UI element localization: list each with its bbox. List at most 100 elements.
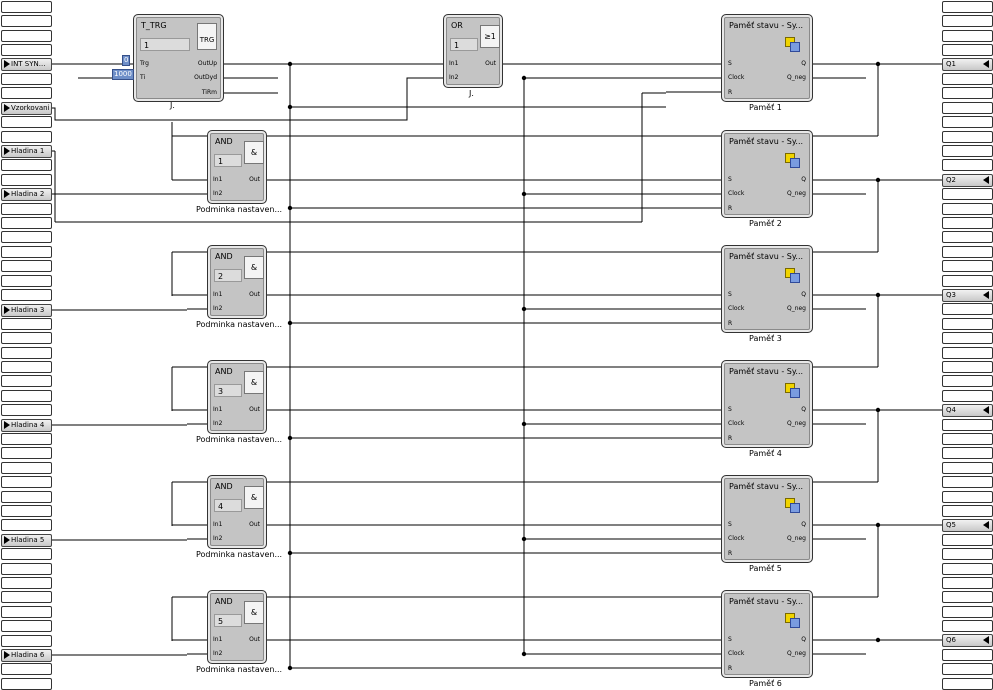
empty-output-slot[interactable] — [942, 159, 993, 171]
empty-input-slot[interactable] — [1, 375, 52, 387]
empty-output-slot[interactable] — [942, 231, 993, 243]
input-port-hladina3[interactable]: Hladina 3 — [1, 304, 52, 317]
empty-input-slot[interactable] — [1, 217, 52, 229]
empty-input-slot[interactable] — [1, 591, 52, 603]
empty-input-slot[interactable] — [1, 620, 52, 632]
empty-output-slot[interactable] — [942, 419, 993, 431]
empty-output-slot[interactable] — [942, 606, 993, 618]
empty-output-slot[interactable] — [942, 591, 993, 603]
empty-input-slot[interactable] — [1, 289, 52, 301]
empty-output-slot[interactable] — [942, 433, 993, 445]
empty-input-slot[interactable] — [1, 131, 52, 143]
empty-input-slot[interactable] — [1, 404, 52, 416]
empty-output-slot[interactable] — [942, 462, 993, 474]
empty-input-slot[interactable] — [1, 505, 52, 517]
empty-input-slot[interactable] — [1, 159, 52, 171]
output-port-q4[interactable]: Q4 — [942, 404, 993, 417]
empty-input-slot[interactable] — [1, 203, 52, 215]
input-port-hladina4[interactable]: Hladina 4 — [1, 419, 52, 432]
empty-output-slot[interactable] — [942, 15, 993, 27]
empty-input-slot[interactable] — [1, 390, 52, 402]
input-port-hladina2[interactable]: Hladina 2 — [1, 188, 52, 201]
empty-input-slot[interactable] — [1, 332, 52, 344]
empty-input-slot[interactable] — [1, 606, 52, 618]
empty-output-slot[interactable] — [942, 663, 993, 675]
empty-input-slot[interactable] — [1, 519, 52, 531]
empty-output-slot[interactable] — [942, 577, 993, 589]
empty-output-slot[interactable] — [942, 303, 993, 315]
empty-output-slot[interactable] — [942, 44, 993, 56]
empty-input-slot[interactable] — [1, 174, 52, 186]
empty-output-slot[interactable] — [942, 260, 993, 272]
empty-output-slot[interactable] — [942, 246, 993, 258]
input-port-hladina5[interactable]: Hladina 5 — [1, 534, 52, 547]
empty-input-slot[interactable] — [1, 1, 52, 13]
empty-input-slot[interactable] — [1, 44, 52, 56]
constant-1000[interactable]: 1000 — [112, 69, 134, 80]
empty-input-slot[interactable] — [1, 447, 52, 459]
empty-input-slot[interactable] — [1, 30, 52, 42]
output-port-q2[interactable]: Q2 — [942, 174, 993, 187]
empty-output-slot[interactable] — [942, 548, 993, 560]
empty-input-slot[interactable] — [1, 73, 52, 85]
empty-output-slot[interactable] — [942, 620, 993, 632]
empty-input-slot[interactable] — [1, 275, 52, 287]
empty-output-slot[interactable] — [942, 491, 993, 503]
empty-input-slot[interactable] — [1, 491, 52, 503]
empty-output-slot[interactable] — [942, 145, 993, 157]
empty-output-slot[interactable] — [942, 73, 993, 85]
empty-output-slot[interactable] — [942, 30, 993, 42]
empty-output-slot[interactable] — [942, 87, 993, 99]
input-port-hladina1[interactable]: Hladina 1 — [1, 145, 52, 158]
empty-input-slot[interactable] — [1, 361, 52, 373]
empty-output-slot[interactable] — [942, 375, 993, 387]
empty-input-slot[interactable] — [1, 260, 52, 272]
empty-input-slot[interactable] — [1, 15, 52, 27]
empty-input-slot[interactable] — [1, 548, 52, 560]
empty-input-slot[interactable] — [1, 246, 52, 258]
empty-output-slot[interactable] — [942, 116, 993, 128]
empty-input-slot[interactable] — [1, 231, 52, 243]
empty-output-slot[interactable] — [942, 188, 993, 200]
empty-output-slot[interactable] — [942, 332, 993, 344]
empty-output-slot[interactable] — [942, 505, 993, 517]
empty-input-slot[interactable] — [1, 678, 52, 690]
output-port-q5[interactable]: Q5 — [942, 519, 993, 532]
empty-output-slot[interactable] — [942, 476, 993, 488]
empty-input-slot[interactable] — [1, 347, 52, 359]
output-port-q6[interactable]: Q6 — [942, 634, 993, 647]
empty-output-slot[interactable] — [942, 390, 993, 402]
input-port-int-syn[interactable]: INT SYN... — [1, 58, 52, 71]
empty-output-slot[interactable] — [942, 649, 993, 661]
empty-input-slot[interactable] — [1, 577, 52, 589]
empty-input-slot[interactable] — [1, 462, 52, 474]
empty-output-slot[interactable] — [942, 534, 993, 546]
empty-input-slot[interactable] — [1, 116, 52, 128]
empty-input-slot[interactable] — [1, 635, 52, 647]
output-port-q1[interactable]: Q1 — [942, 58, 993, 71]
constant-0[interactable]: 0 — [122, 55, 131, 66]
empty-output-slot[interactable] — [942, 131, 993, 143]
empty-input-slot[interactable] — [1, 563, 52, 575]
input-port-hladina6[interactable]: Hladina 6 — [1, 649, 52, 662]
empty-output-slot[interactable] — [942, 102, 993, 114]
empty-output-slot[interactable] — [942, 203, 993, 215]
empty-output-slot[interactable] — [942, 361, 993, 373]
empty-input-slot[interactable] — [1, 663, 52, 675]
empty-output-slot[interactable] — [942, 563, 993, 575]
empty-input-slot[interactable] — [1, 433, 52, 445]
input-port-vzorkovani[interactable]: Vzorkovani — [1, 102, 52, 115]
